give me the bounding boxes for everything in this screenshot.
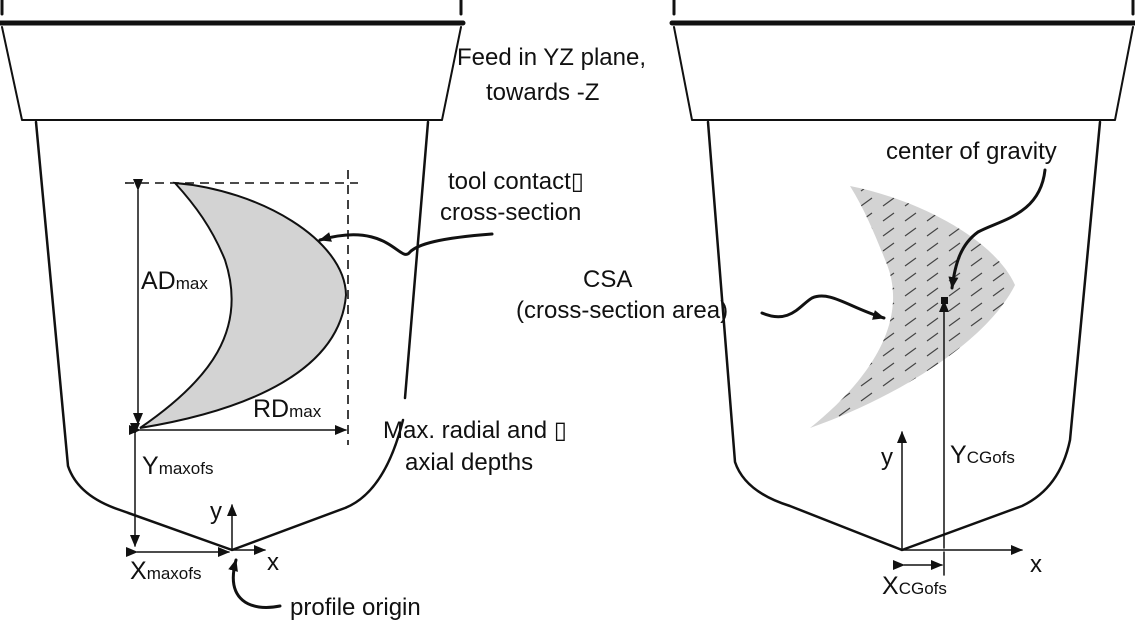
- right-tool-body: [706, 120, 1102, 552]
- xcgofs-label: XCGofs: [882, 572, 947, 600]
- right-tool-panel: center of gravity CSA (cross-section are…: [516, 0, 1135, 600]
- left-tool-right-edge: [403, 120, 430, 400]
- ycgofs-label: YCGofs: [950, 441, 1015, 469]
- csa-label-line1: CSA: [583, 266, 632, 293]
- tool-contact-label-line1: tool contact▯: [448, 168, 584, 195]
- right-tool-holder: [669, 0, 1135, 121]
- csa-arrow: [760, 294, 886, 320]
- xmaxofs-label: Xmaxofs: [130, 557, 201, 585]
- rd-max-label: RDmax: [253, 395, 322, 423]
- feed-direction-label-line2: towards -Z: [486, 79, 599, 106]
- left-y-axis-label: y: [210, 498, 222, 525]
- center-of-gravity-arrow: [948, 168, 1047, 290]
- ad-max-label: ADmax: [141, 267, 208, 295]
- right-x-axis-label: x: [1030, 551, 1042, 578]
- max-depths-label-line1: Max. radial and ▯: [383, 417, 567, 444]
- csa-label-line2: (cross-section area): [516, 297, 728, 324]
- left-tool-panel: ADmax RDmax Ymaxofs Xmaxofs y x profile …: [0, 0, 584, 621]
- max-depths-label-line2: axial depths: [405, 449, 533, 476]
- tool-contact-label-line2: cross-section: [440, 199, 581, 226]
- right-y-axis-label: y: [881, 444, 893, 471]
- ymaxofs-label: Ymaxofs: [142, 452, 213, 480]
- profile-origin-arrow: [228, 558, 282, 609]
- tool-contact-arrow: [318, 232, 494, 256]
- csa-hatching: [810, 186, 1015, 428]
- left-tool-holder: [0, 0, 466, 121]
- feed-direction-label-line1: Feed in YZ plane,: [457, 44, 646, 71]
- tool-contact-crescent: [139, 181, 348, 429]
- center-of-gravity-label: center of gravity: [886, 138, 1057, 165]
- profile-origin-label: profile origin: [290, 594, 421, 621]
- left-tool-body: [34, 120, 405, 552]
- left-x-axis-label: x: [267, 549, 279, 576]
